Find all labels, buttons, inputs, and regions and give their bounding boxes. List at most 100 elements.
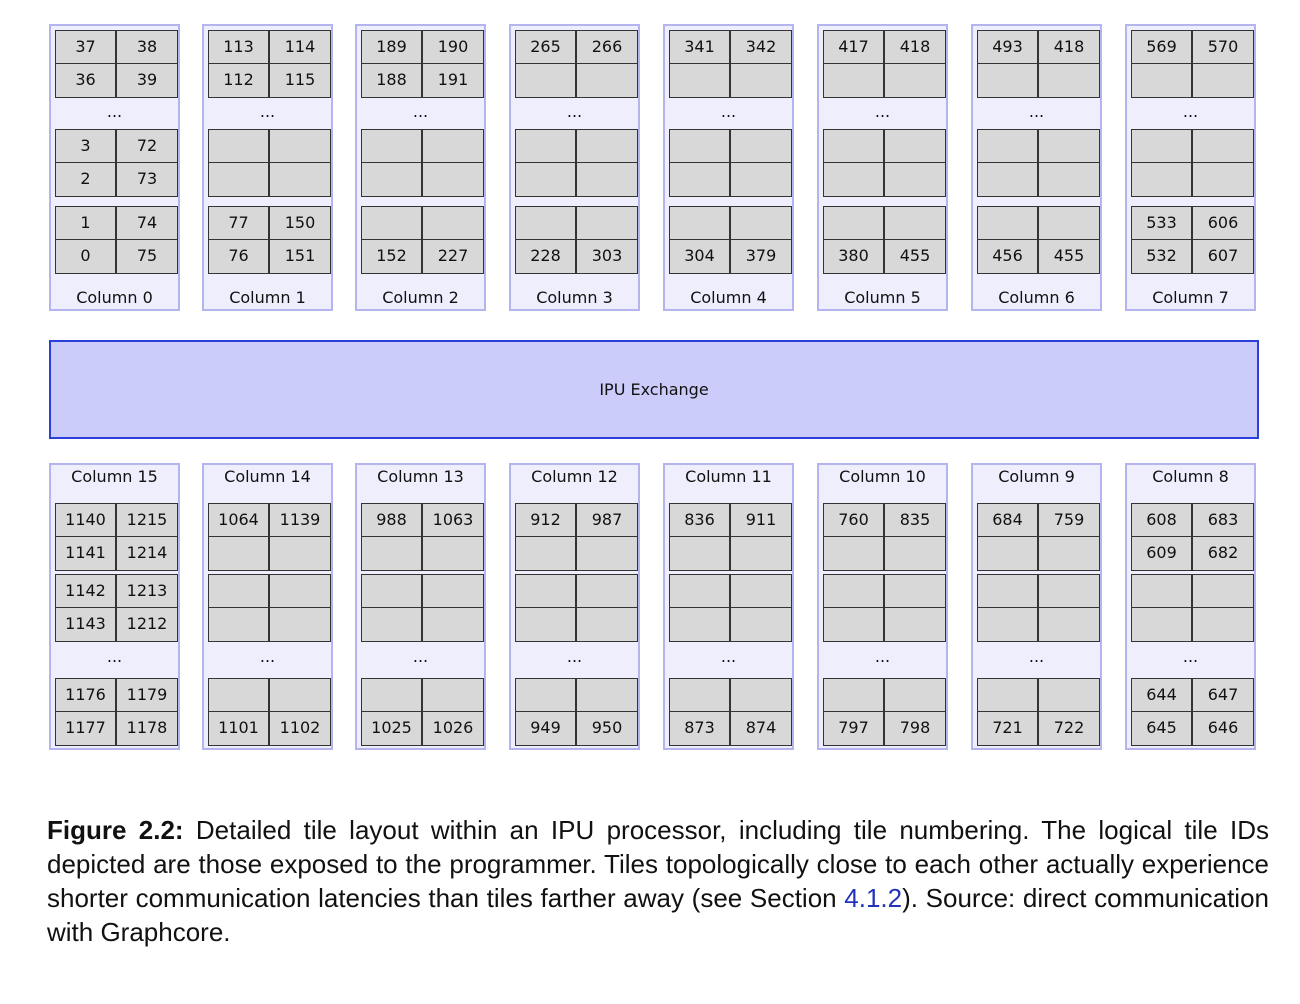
tile-group	[515, 574, 638, 642]
tile-cell: 683	[1192, 503, 1254, 537]
tile-cell: 1143	[55, 607, 116, 642]
tile-cell	[1131, 607, 1192, 642]
tile-group	[208, 129, 331, 197]
tile-cell: 1212	[116, 607, 178, 642]
tile-cell: 836	[669, 503, 730, 537]
tile-cell	[730, 129, 792, 163]
tile-cell	[977, 536, 1038, 571]
tile-cell	[669, 206, 730, 240]
tile-cell	[977, 63, 1038, 98]
tile-cell	[1131, 574, 1192, 608]
tile-cell	[823, 63, 884, 98]
tile-cell	[361, 536, 422, 571]
tile-cell: 682	[1192, 536, 1254, 571]
tile-cell: 911	[730, 503, 792, 537]
tile-cell	[977, 607, 1038, 642]
tile-cell: 759	[1038, 503, 1100, 537]
tile-cell	[515, 607, 576, 642]
tile-cell: 1	[55, 206, 116, 240]
tile-cell	[422, 206, 484, 240]
tile-cell: 1101	[208, 711, 269, 746]
tile-cell: 455	[884, 239, 946, 274]
tile-cell: 114	[269, 30, 331, 64]
tile-cell: 1215	[116, 503, 178, 537]
tile-cell	[269, 574, 331, 608]
tile-cell: 342	[730, 30, 792, 64]
tile-cell	[977, 206, 1038, 240]
tile-cell	[208, 129, 269, 163]
tile-cell	[884, 536, 946, 571]
tile-cell: 303	[576, 239, 638, 274]
tile-cell	[361, 129, 422, 163]
tile-cell	[422, 574, 484, 608]
tile-cell	[977, 162, 1038, 197]
tile-cell	[208, 607, 269, 642]
tile-cell: 988	[361, 503, 422, 537]
ellipsis: ...	[412, 102, 429, 121]
section-reference-link[interactable]: 4.1.2	[844, 883, 903, 913]
tile-cell: 2	[55, 162, 116, 197]
column-label: Column 6	[998, 288, 1075, 307]
tile-cell	[208, 162, 269, 197]
ellipsis: ...	[720, 102, 737, 121]
tile-cell	[515, 678, 576, 712]
tile-cell	[1192, 129, 1254, 163]
tile-cell: 75	[116, 239, 178, 274]
tile-cell	[576, 162, 638, 197]
tile-cell: 1214	[116, 536, 178, 571]
tile-cell: 607	[1192, 239, 1254, 274]
ellipsis: ...	[1028, 647, 1045, 666]
tile-cell	[1038, 574, 1100, 608]
tile-cell: 341	[669, 30, 730, 64]
tile-cell	[1192, 607, 1254, 642]
tile-cell	[576, 63, 638, 98]
column-label: Column 4	[690, 288, 767, 307]
tile-cell: 190	[422, 30, 484, 64]
tile-cell: 608	[1131, 503, 1192, 537]
tile-cell: 722	[1038, 711, 1100, 746]
tile-cell: 38	[116, 30, 178, 64]
tile-cell: 1064	[208, 503, 269, 537]
tile-cell: 1140	[55, 503, 116, 537]
tile-cell: 73	[116, 162, 178, 197]
ellipsis: ...	[1182, 102, 1199, 121]
tile-cell	[269, 678, 331, 712]
tile-cell: 418	[1038, 30, 1100, 64]
tile-cell: 1178	[116, 711, 178, 746]
column-label: Column 0	[76, 288, 153, 307]
column-label: Column 11	[685, 467, 772, 486]
tile-cell	[361, 574, 422, 608]
column-label: Column 12	[531, 467, 618, 486]
tile-cell: 645	[1131, 711, 1192, 746]
tile-cell	[515, 129, 576, 163]
tile-cell: 569	[1131, 30, 1192, 64]
tile-group	[1131, 574, 1254, 642]
tile-cell	[269, 607, 331, 642]
tile-cell: 609	[1131, 536, 1192, 571]
tile-cell: 151	[269, 239, 331, 274]
tile-cell	[208, 678, 269, 712]
tile-cell: 1026	[422, 711, 484, 746]
caption-text: Detailed tile layout within an IPU proce…	[47, 815, 1269, 913]
tile-cell: 188	[361, 63, 422, 98]
tile-cell: 115	[269, 63, 331, 98]
tile-cell	[669, 536, 730, 571]
